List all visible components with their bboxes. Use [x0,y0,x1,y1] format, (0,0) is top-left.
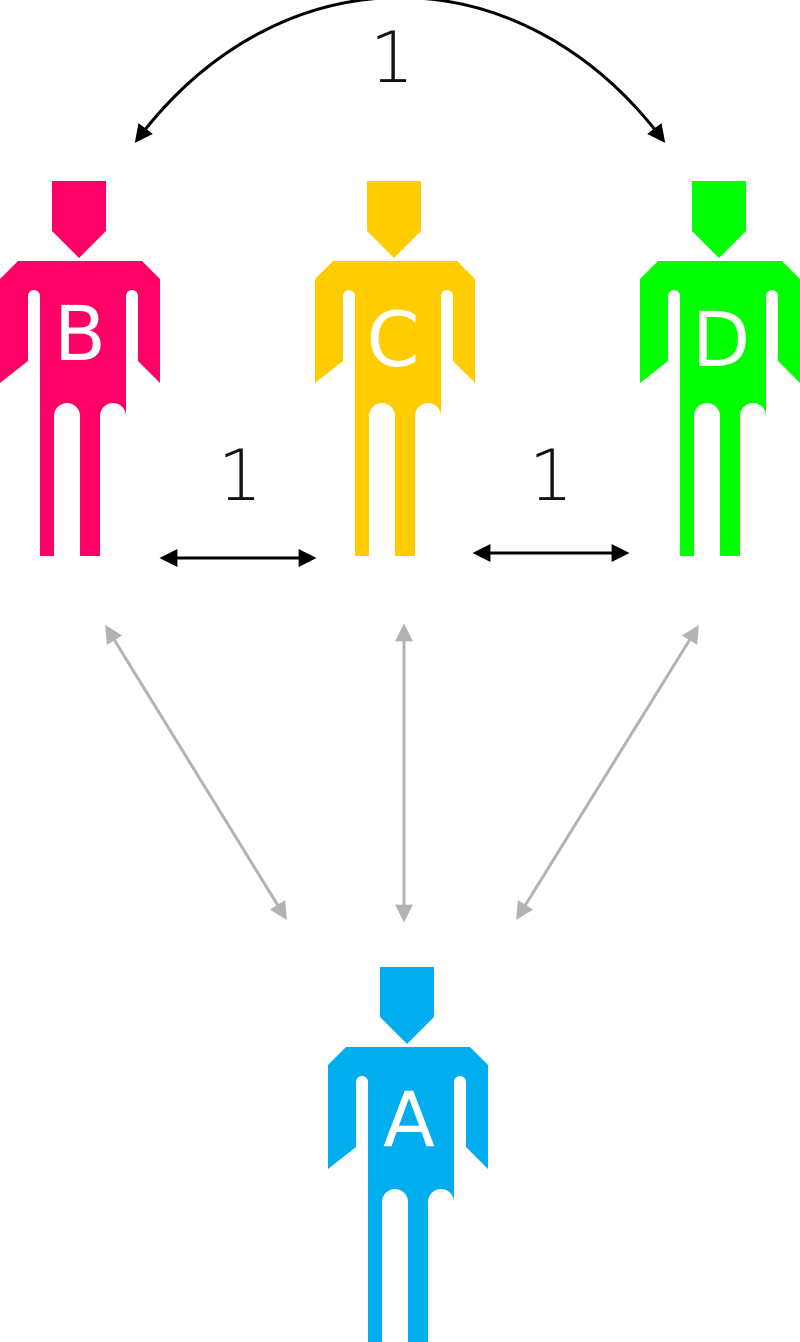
person-d-label: D [692,295,751,384]
label-b-d: 1 [370,17,415,99]
person-b-label: B [54,289,106,378]
person-a-label: A [383,1075,435,1164]
label-c-d: 1 [529,435,574,517]
link-a-d [516,624,699,921]
label-b-c: 1 [218,435,263,517]
link-a-b [105,624,287,921]
link-b-d [134,0,666,143]
person-c-label: C [366,295,419,384]
